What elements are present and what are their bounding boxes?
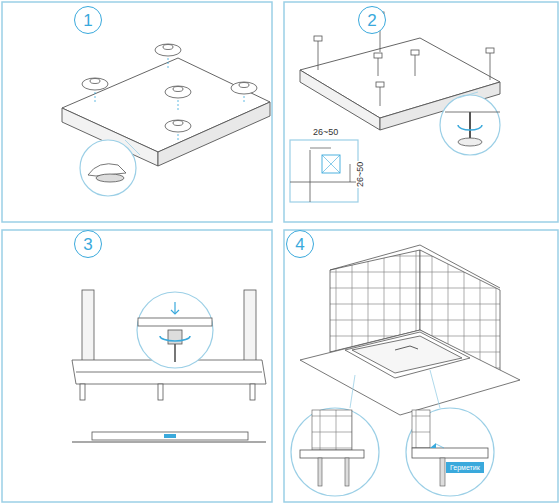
detail-circle-4a: [291, 408, 379, 496]
sealant-label: Герметик: [446, 462, 484, 473]
tray-4: [345, 332, 470, 378]
step-number-text: 4: [295, 236, 304, 253]
detail-square-2: [290, 140, 358, 202]
step-number: 2: [358, 6, 386, 34]
leg-bolts-2: [314, 12, 494, 106]
dimension-label: 26~50: [356, 160, 365, 187]
room-corner-4: [300, 245, 520, 415]
step-number-text: 3: [83, 236, 92, 253]
step-number: 4: [286, 230, 314, 258]
spirit-level-3: [72, 432, 266, 442]
support-feet-1: [82, 44, 257, 142]
detail-circle-2: [440, 95, 500, 155]
detail-circle-4b: [406, 408, 494, 496]
dimension-label: 26~50: [312, 128, 339, 137]
detail-circle-1: [80, 140, 136, 196]
detail-circle-3: [137, 292, 213, 368]
step-number-text: 1: [83, 12, 92, 29]
step-number-text: 2: [367, 12, 376, 29]
detail-leaders: [125, 92, 478, 408]
step-number: 1: [74, 6, 102, 34]
step-number: 3: [74, 230, 102, 258]
